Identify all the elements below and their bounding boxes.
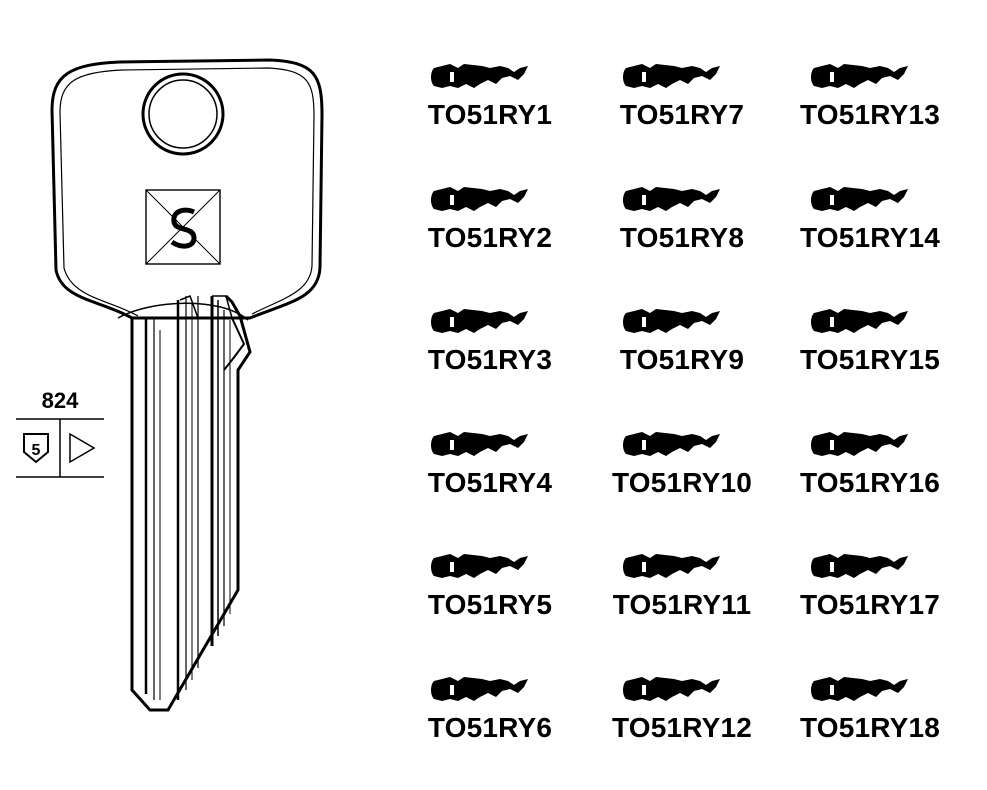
profile-item: TO51RY6 — [400, 663, 580, 763]
profile-item: TO51RY11 — [592, 540, 772, 640]
profile-item: TO51RY1 — [400, 50, 580, 150]
key-profile-shape — [431, 677, 528, 701]
profile-item: TO51RY16 — [780, 418, 960, 518]
profile-label: TO51RY1 — [427, 99, 553, 130]
profile-label: TO51RY5 — [427, 589, 553, 620]
profile-label: TO51RY18 — [799, 712, 941, 743]
key-profile-shape — [623, 187, 720, 211]
profile-label: TO51RY11 — [612, 589, 752, 620]
profile-label: TO51RY15 — [799, 344, 941, 375]
profile-item: TO51RY17 — [780, 540, 960, 640]
key-profile-shape — [431, 64, 528, 88]
profile-label: TO51RY6 — [427, 712, 553, 743]
key-profile-shape — [623, 432, 720, 456]
profile-item: TO51RY10 — [592, 418, 772, 518]
key-profile-shape — [811, 64, 908, 88]
key-blade-grooves — [144, 295, 246, 700]
key-head-outline — [50, 58, 324, 320]
profile-label: TO51RY10 — [611, 467, 753, 498]
profile-label: TO51RY12 — [611, 712, 753, 743]
key-profile-shape — [811, 554, 908, 578]
key-profile-shape — [811, 677, 908, 701]
profile-item: TO51RY3 — [400, 295, 580, 395]
profile-item: TO51RY2 — [400, 173, 580, 273]
silca-logo-icon — [145, 189, 221, 265]
profile-item: TO51RY4 — [400, 418, 580, 518]
key-profile-shape — [623, 309, 720, 333]
badge-number: 5 — [32, 442, 41, 459]
profile-label: TO51RY17 — [799, 589, 941, 620]
profile-label: TO51RY2 — [427, 222, 553, 253]
profile-label: TO51RY3 — [427, 344, 553, 375]
key-profile-shape — [431, 554, 528, 578]
key-profile-shape — [431, 187, 528, 211]
profile-item: TO51RY14 — [780, 173, 960, 273]
profile-item: TO51RY7 — [592, 50, 772, 150]
key-profile-shape — [623, 554, 720, 578]
profile-item: TO51RY18 — [780, 663, 960, 763]
spec-block: 824 5 — [14, 388, 106, 480]
shield-badge-icon — [23, 433, 49, 464]
profile-item: TO51RY13 — [780, 50, 960, 150]
profile-label: TO51RY8 — [619, 222, 745, 253]
key-blade-outline — [130, 294, 252, 712]
key-profile-shape — [431, 432, 528, 456]
key-hole — [141, 72, 225, 156]
profile-label: TO51RY13 — [799, 99, 941, 130]
profile-item: TO51RY8 — [592, 173, 772, 273]
profile-label: TO51RY14 — [799, 222, 941, 253]
key-profile-shape — [811, 309, 908, 333]
profile-item: TO51RY12 — [592, 663, 772, 763]
profile-label: TO51RY7 — [619, 99, 745, 130]
key-blank-drawing — [50, 58, 324, 712]
spec-diagram: 5 — [16, 418, 104, 478]
profile-label: TO51RY4 — [427, 467, 553, 498]
key-profile-shape — [811, 187, 908, 211]
profile-label: TO51RY9 — [619, 344, 745, 375]
profile-item: TO51RY5 — [400, 540, 580, 640]
key-profile-shape — [431, 309, 528, 333]
key-profile-shape — [811, 432, 908, 456]
spec-number: 824 — [41, 388, 79, 413]
profile-label: TO51RY16 — [799, 467, 941, 498]
profile-item: TO51RY9 — [592, 295, 772, 395]
play-triangle-icon — [69, 432, 96, 464]
key-profile-shape — [623, 677, 720, 701]
key-profile-shape — [623, 64, 720, 88]
profile-item: TO51RY15 — [780, 295, 960, 395]
